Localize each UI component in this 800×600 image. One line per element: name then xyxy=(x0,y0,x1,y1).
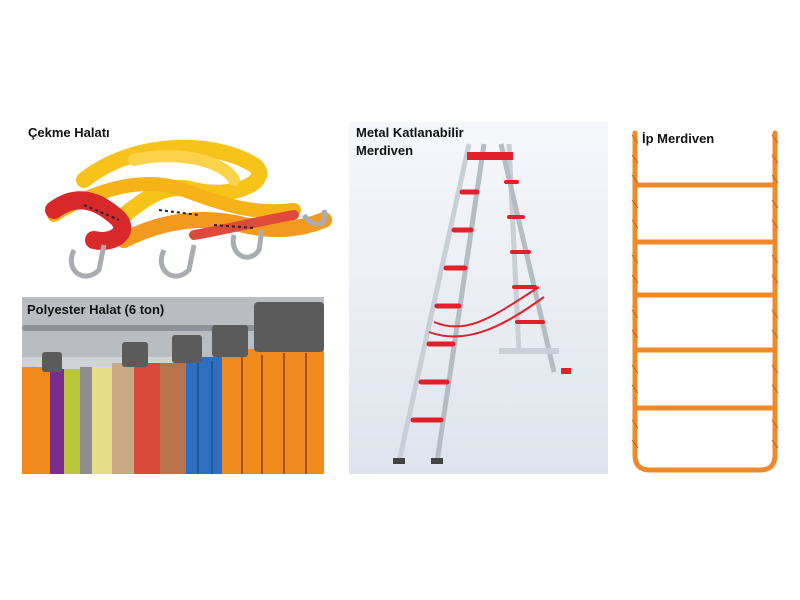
tow-strap-panel xyxy=(24,120,334,295)
folding-ladder-image xyxy=(349,122,608,474)
folding-ladder-panel xyxy=(349,122,608,474)
tow-strap-label: Çekme Halatı xyxy=(28,125,110,140)
folding-ladder-label-line2: Merdiven xyxy=(356,143,414,158)
polyester-sling-label: Polyester Halat (6 ton) xyxy=(27,302,165,317)
rope-ladder-image xyxy=(620,125,785,475)
polyester-sling-image xyxy=(22,297,324,474)
folding-ladder-label-line1: Metal Katlanabilir xyxy=(356,125,464,140)
rope-ladder-label: İp Merdiven xyxy=(642,131,715,146)
rope-ladder-panel xyxy=(620,125,785,475)
tow-strap-image xyxy=(24,120,334,295)
polyester-sling-panel xyxy=(22,297,324,474)
